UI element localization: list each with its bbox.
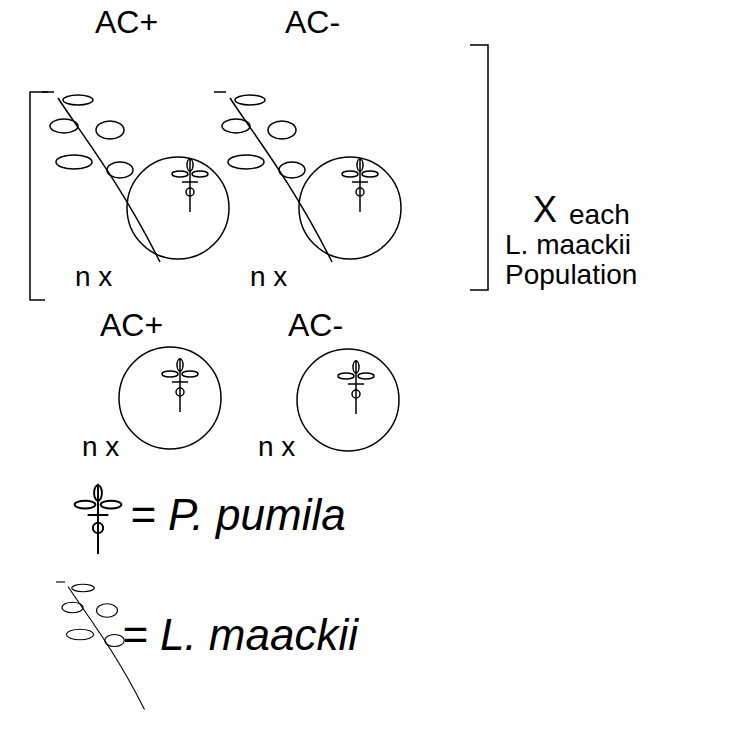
replicate-label: n x: [250, 262, 287, 293]
pot-outline: [298, 156, 402, 260]
l-maackii-shrub: [214, 92, 332, 262]
pot-outline: [296, 348, 400, 452]
replicate-label: n x: [82, 432, 119, 463]
l-maackii-shrub: [42, 92, 160, 262]
multiplier-mark: X: [533, 195, 557, 225]
p-pumila-plant: [172, 158, 208, 212]
pot-circle: AC+n x: [126, 156, 230, 260]
bracket: [30, 92, 48, 300]
legend-text: = L. maackii: [122, 610, 358, 659]
pot-circle-outline: [119, 347, 221, 449]
pot-circle: AC-n x: [296, 348, 400, 452]
treatment-label: AC+: [95, 5, 158, 40]
legend-text: = P. pumila: [130, 490, 346, 539]
replication-note: each L. maackii Population: [505, 200, 647, 290]
pot-circle: AC+n x: [118, 346, 222, 450]
pot-outline: [126, 156, 230, 260]
legend-entry: = L. maackii: [122, 610, 358, 660]
pot-circle-outline: [127, 157, 229, 259]
replicate-label: n x: [258, 432, 295, 463]
bracket: [470, 45, 488, 290]
pot-circle: AC-n x: [298, 156, 402, 260]
treatment-label: AC-: [285, 5, 340, 40]
pot-circle-outline: [297, 349, 399, 451]
pot-outline: [118, 346, 222, 450]
p-pumila-plant: [338, 360, 374, 414]
legend-sample: [75, 484, 122, 554]
p-pumila-plant: [342, 158, 378, 212]
replicate-label: n x: [75, 262, 112, 293]
treatment-label: AC+: [100, 308, 163, 343]
treatment-label: AC-: [288, 308, 343, 343]
legend-entry: = P. pumila: [130, 490, 346, 540]
pot-circle-outline: [299, 157, 401, 259]
p-pumila-plant: [162, 358, 198, 412]
